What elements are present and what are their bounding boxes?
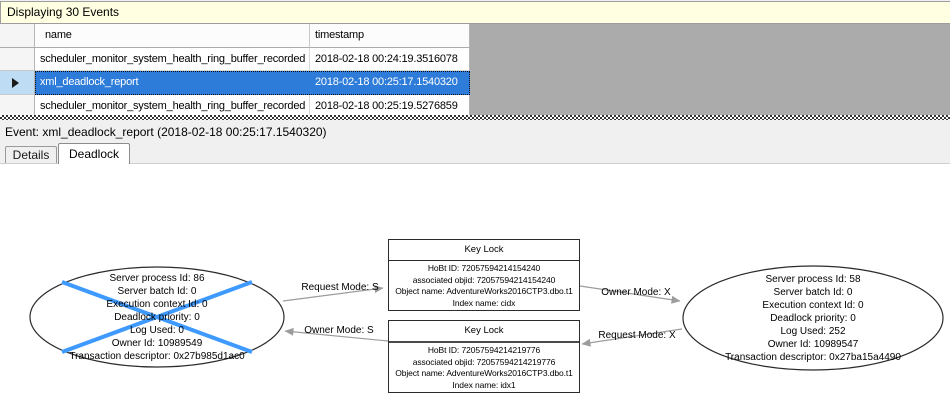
deadlock-graph-pane: Server process Id: 86 Server batch Id: 0… <box>0 163 950 400</box>
key-lock-node-idx1[interactable]: Key Lock HoBt ID: 72057594214219776 asso… <box>388 320 580 393</box>
process-detail-line: Transaction descriptor: 0x27ba15a4490 <box>725 352 901 363</box>
lock-detail-line: HoBt ID: 72057594214154240 <box>427 263 541 273</box>
table-row[interactable]: scheduler_monitor_system_health_ring_buf… <box>0 95 470 115</box>
lock-detail-line: Object name: AdventureWorks2016CTP3.dbo.… <box>395 368 573 378</box>
process-detail-line: Server batch Id: 0 <box>773 287 853 298</box>
process-detail-line: Execution context Id: 0 <box>762 300 864 311</box>
lock-detail-line: associated objid: 72057594214154240 <box>412 274 556 285</box>
process-detail-line: Deadlock priority: 0 <box>770 313 856 324</box>
event-name-cell[interactable]: scheduler_monitor_system_health_ring_buf… <box>35 95 310 115</box>
edge-label-owner-x: Owner Mode: X <box>601 287 671 298</box>
event-bar: Event: xml_deadlock_report (2018-02-18 0… <box>0 120 950 144</box>
process-detail-line: Server process Id: 58 <box>765 274 861 285</box>
edge-label-request-x: Request Mode: X <box>598 330 676 341</box>
row-header-cell[interactable] <box>0 95 35 115</box>
process-detail-line: Server process Id: 86 <box>109 273 205 284</box>
tab-deadlock[interactable]: Deadlock <box>58 143 130 164</box>
grid-corner-cell <box>0 24 35 48</box>
owner-process-node[interactable] <box>682 265 944 371</box>
tab-strip: Details Deadlock <box>0 142 950 164</box>
edge-label-request-s: Request Mode: S <box>301 282 379 293</box>
event-timestamp-cell[interactable]: 2018-02-18 00:24:19.3516078 <box>310 48 470 71</box>
lock-details: HoBt ID: 72057594214154240 associated ob… <box>389 261 579 309</box>
process-detail-line: Transaction descriptor: 0x27b985d1ac0 <box>69 351 245 362</box>
edge-owner-x-arrow <box>579 285 681 304</box>
events-grid-background: name timestamp scheduler_monitor_system_… <box>0 24 950 115</box>
column-header-name[interactable]: name <box>35 24 310 48</box>
info-bar: Displaying 30 Events <box>0 1 950 24</box>
event-name-cell[interactable]: xml_deadlock_report <box>35 71 310 95</box>
key-lock-node-cidx[interactable]: Key Lock HoBt ID: 72057594214154240 asso… <box>388 239 580 311</box>
tab-details[interactable]: Details <box>5 146 57 163</box>
table-row[interactable]: scheduler_monitor_system_health_ring_buf… <box>0 48 470 71</box>
row-header-cell[interactable] <box>0 48 35 71</box>
process-detail-line: Owner Id: 10989547 <box>767 339 859 350</box>
lock-details: HoBt ID: 72057594214219776 associated ob… <box>389 343 579 391</box>
lock-detail-line: Index name: cidx <box>452 297 516 308</box>
deadlock-graph-canvas <box>29 265 944 371</box>
current-event-label: Event: xml_deadlock_report (2018-02-18 0… <box>5 125 327 139</box>
displaying-events-text: Displaying 30 Events <box>7 5 120 19</box>
process-detail-line: Owner Id: 10989549 <box>111 338 203 349</box>
horizontal-splitter[interactable] <box>0 115 950 120</box>
process-detail-line: Server batch Id: 0 <box>117 286 197 297</box>
victim-process-details: Server process Id: 86 Server batch Id: 0… <box>42 272 272 363</box>
selected-row-marker-icon <box>12 78 19 88</box>
process-detail-line: Deadlock priority: 0 <box>114 312 200 323</box>
lock-title: Key Lock <box>389 321 579 343</box>
lock-detail-line: HoBt ID: 72057594214219776 <box>427 345 541 355</box>
lock-detail-line: Index name: idx1 <box>452 379 516 390</box>
event-name-cell[interactable]: scheduler_monitor_system_health_ring_buf… <box>35 48 310 71</box>
edge-label-owner-s: Owner Mode: S <box>304 325 374 336</box>
edge-request-x-arrow <box>581 328 683 347</box>
victim-cross-line-icon <box>61 280 253 354</box>
lock-detail-line: associated objid: 72057594214219776 <box>412 356 556 367</box>
lock-detail-line: Object name: AdventureWorks2016CTP3.dbo.… <box>395 286 573 296</box>
event-timestamp-cell[interactable]: 2018-02-18 00:25:19.5276859 <box>310 95 470 115</box>
column-header-timestamp[interactable]: timestamp <box>310 24 470 48</box>
lock-title: Key Lock <box>389 240 579 261</box>
edge-owner-s-arrow <box>284 327 389 342</box>
events-grid: name timestamp scheduler_monitor_system_… <box>0 24 470 115</box>
process-detail-line: Log Used: 252 <box>780 326 846 337</box>
edge-request-s-arrow <box>282 285 384 302</box>
process-detail-line: Execution context Id: 0 <box>106 299 208 310</box>
process-detail-line: Log Used: 0 <box>130 325 184 336</box>
row-header-cell[interactable] <box>0 71 35 95</box>
owner-process-details: Server process Id: 58 Server batch Id: 0… <box>698 273 928 364</box>
table-row-selected[interactable]: xml_deadlock_report 2018-02-18 00:25:17.… <box>0 71 470 95</box>
event-timestamp-cell[interactable]: 2018-02-18 00:25:17.1540320 <box>310 71 470 95</box>
grid-header-row: name timestamp <box>0 24 470 48</box>
